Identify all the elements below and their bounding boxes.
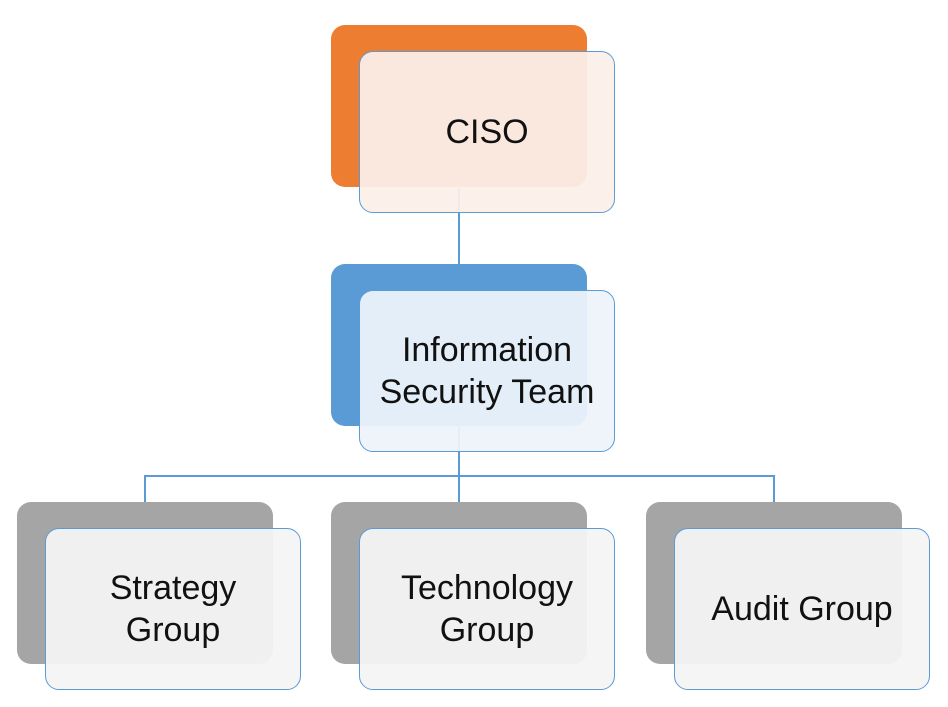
connector-to-strategy bbox=[144, 475, 146, 502]
node-ciso-label: CISO bbox=[445, 113, 529, 151]
node-team-label-line1: Information bbox=[401, 331, 573, 369]
node-technology-label-line2: Group bbox=[439, 611, 535, 649]
node-strategy-group: Strategy Group bbox=[17, 502, 303, 690]
node-ciso-box: CISO bbox=[359, 51, 615, 213]
node-audit-label: Audit Group bbox=[711, 590, 893, 628]
connector-to-technology bbox=[458, 475, 460, 502]
node-information-security-team: Information Security Team bbox=[331, 264, 617, 452]
node-ciso: CISO bbox=[331, 25, 617, 213]
node-audit-group: Audit Group bbox=[646, 502, 932, 690]
node-strategy-box: Strategy Group bbox=[45, 528, 301, 690]
node-audit-box: Audit Group bbox=[674, 528, 930, 690]
connector-ciso-team bbox=[458, 188, 460, 264]
node-strategy-label-line2: Group bbox=[125, 611, 221, 649]
node-strategy-label-line1: Strategy bbox=[109, 569, 237, 607]
connector-to-audit bbox=[773, 475, 775, 502]
node-technology-label-line1: Technology bbox=[400, 569, 573, 607]
node-team-box: Information Security Team bbox=[359, 290, 615, 452]
node-technology-box: Technology Group bbox=[359, 528, 615, 690]
node-team-label-line2: Security Team bbox=[379, 373, 595, 411]
node-technology-group: Technology Group bbox=[331, 502, 617, 690]
